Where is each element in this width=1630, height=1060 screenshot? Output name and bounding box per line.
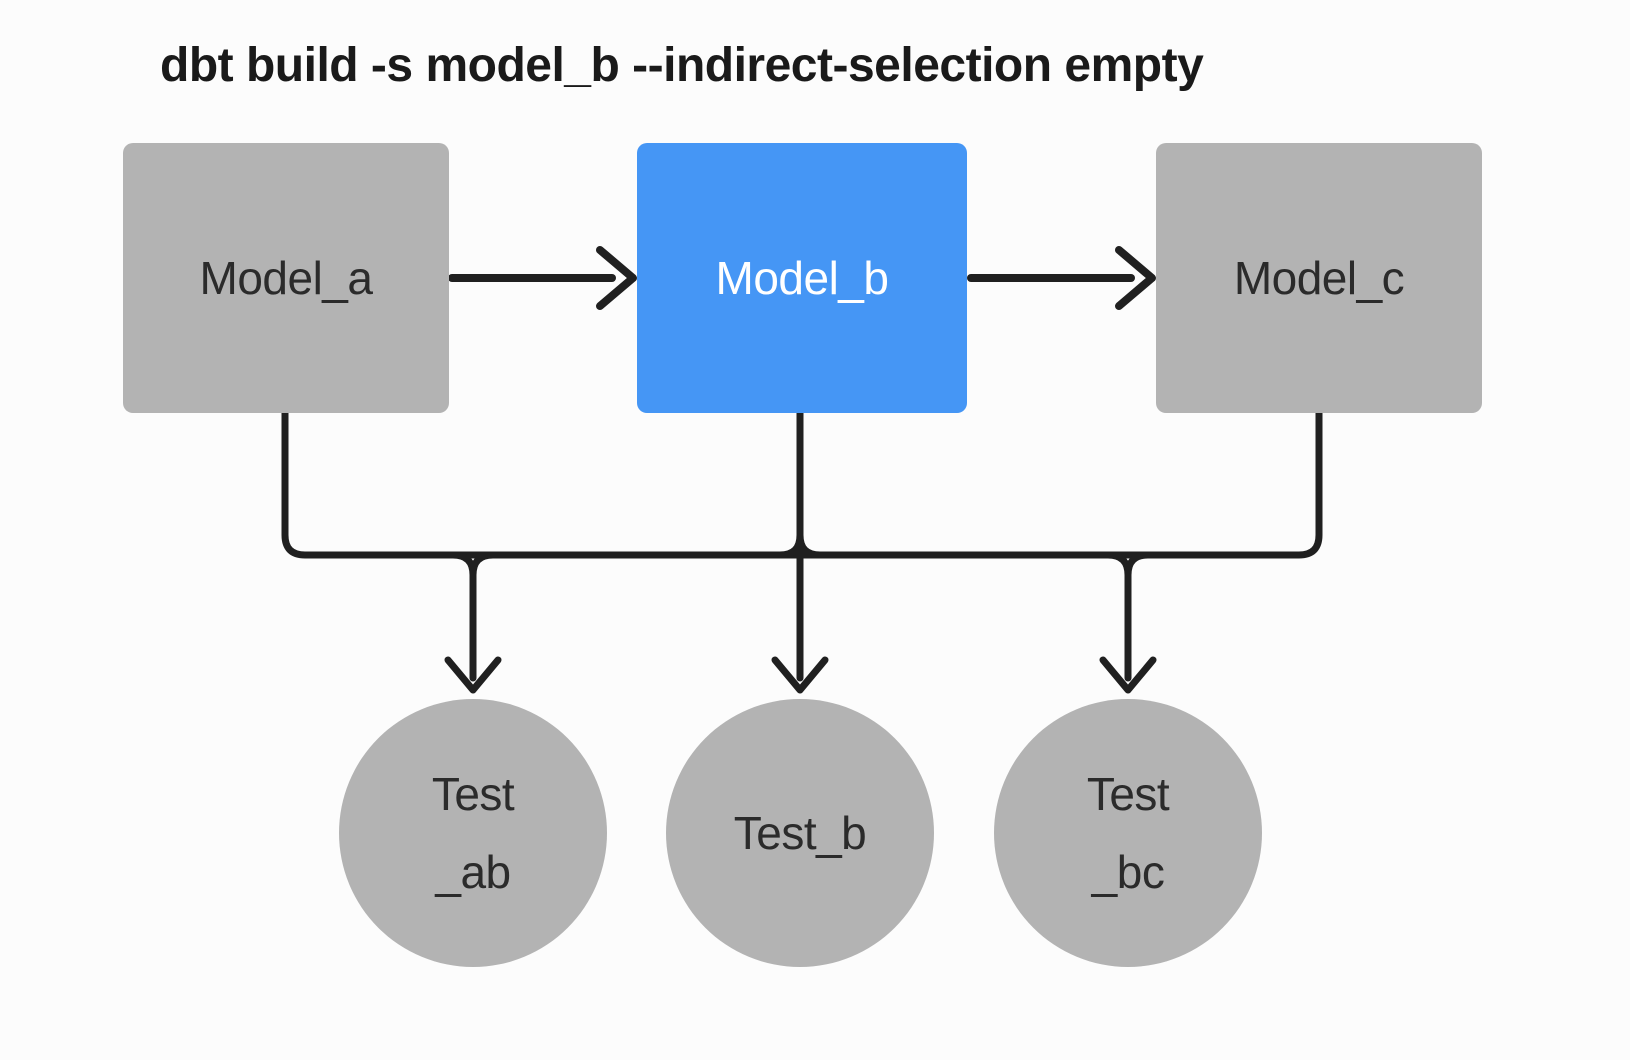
node-test-bc-label-line2: _bc bbox=[1091, 846, 1165, 898]
node-test-ab-label-line1: Test bbox=[431, 767, 515, 820]
node-model-a-label: Model_a bbox=[199, 252, 373, 304]
node-test-ab-label-line2: _ab bbox=[435, 846, 511, 898]
node-model-c: Model_c bbox=[1156, 143, 1482, 413]
node-model-b-label: Model_b bbox=[715, 252, 889, 304]
node-test-bc-label-line1: Test bbox=[1086, 767, 1170, 820]
arrow-model-a-to-model-b bbox=[448, 246, 637, 310]
node-test-b: Test_b bbox=[666, 699, 934, 967]
arrow-to-test-ab bbox=[444, 551, 502, 694]
node-test-bc: Test _bc bbox=[994, 699, 1262, 967]
node-test-b-label: Test_b bbox=[733, 806, 867, 859]
node-model-a: Model_a bbox=[123, 143, 449, 413]
diagram-title: dbt build -s model_b --indirect-selectio… bbox=[160, 39, 1204, 92]
arrow-model-b-to-model-c bbox=[967, 246, 1156, 310]
node-model-b: Model_b bbox=[637, 143, 967, 413]
arrow-to-test-bc bbox=[1099, 551, 1157, 694]
arrow-to-test-b bbox=[771, 409, 829, 694]
node-model-c-label: Model_c bbox=[1233, 252, 1405, 304]
node-test-ab: Test _ab bbox=[339, 699, 607, 967]
